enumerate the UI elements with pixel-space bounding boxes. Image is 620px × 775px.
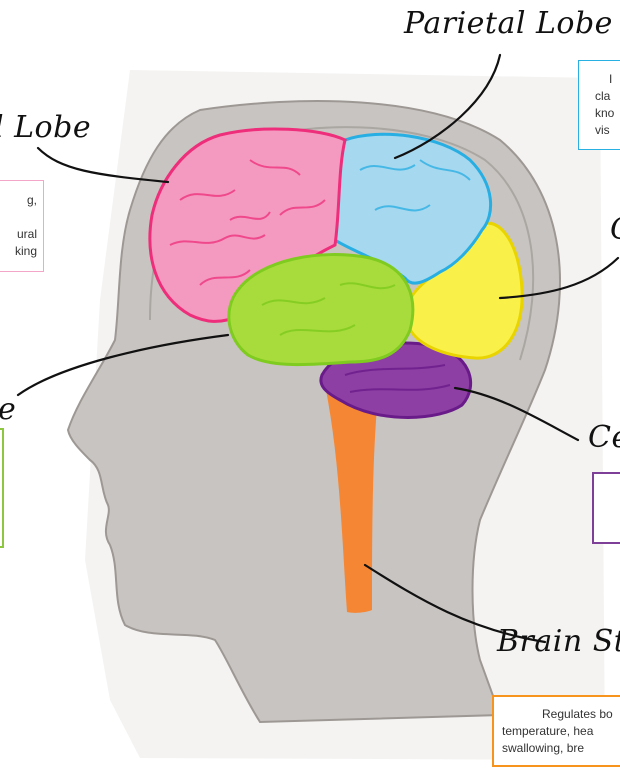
occipital-lobe-label: O <box>610 212 620 247</box>
frontal-region <box>148 127 347 323</box>
brain-stem-description-line: Regulates bo <box>542 706 613 721</box>
brain-stem-region <box>325 383 378 613</box>
cerebellum-folds <box>344 364 451 393</box>
parietal-lobe-label: Parietal Lobe <box>404 6 613 41</box>
frontal-leader-line <box>36 146 170 184</box>
parietal-folds <box>359 159 471 212</box>
temporal-region <box>227 253 415 367</box>
parietal-lobe-description-box: I cla kno vis <box>578 60 620 150</box>
parietal-description-line: I <box>609 72 613 86</box>
cerebellum-leader-line <box>453 386 580 442</box>
frontal-folds <box>169 159 326 286</box>
brain-stem-description-line: swallowing, bre <box>502 740 585 755</box>
parietal-leader-line <box>393 53 502 160</box>
brain-stem-description-box: Regulates bo temperature, hea swallowing… <box>492 695 620 767</box>
brain-stem-leader-line <box>363 563 547 644</box>
temporal-leader-line <box>16 333 230 397</box>
occipital-leader-line <box>498 256 620 300</box>
frontal-lobe-label: l Lobe <box>0 110 92 145</box>
cerebellum-label: Ce <box>588 420 620 455</box>
temporal-lobe-description-box <box>0 428 4 548</box>
parietal-description-line: kno <box>595 106 615 120</box>
leader-lines <box>16 53 620 644</box>
parietal-description-line: cla <box>595 89 611 103</box>
frontal-description-line: g, <box>26 193 37 207</box>
frontal-description-line <box>0 209 37 226</box>
frontal-description-line: king <box>14 244 37 258</box>
cerebellum-description-box <box>592 472 620 544</box>
temporal-folds <box>261 282 396 336</box>
brain-stem-label: Brain St <box>497 624 620 659</box>
brain-stem-description-line: temperature, hea <box>502 723 594 738</box>
temporal-lobe-label: e <box>0 392 16 427</box>
parietal-description-line: vis <box>595 123 610 137</box>
frontal-lobe-description-box: g, ural king <box>0 180 44 272</box>
frontal-description-line: ural <box>16 227 37 241</box>
